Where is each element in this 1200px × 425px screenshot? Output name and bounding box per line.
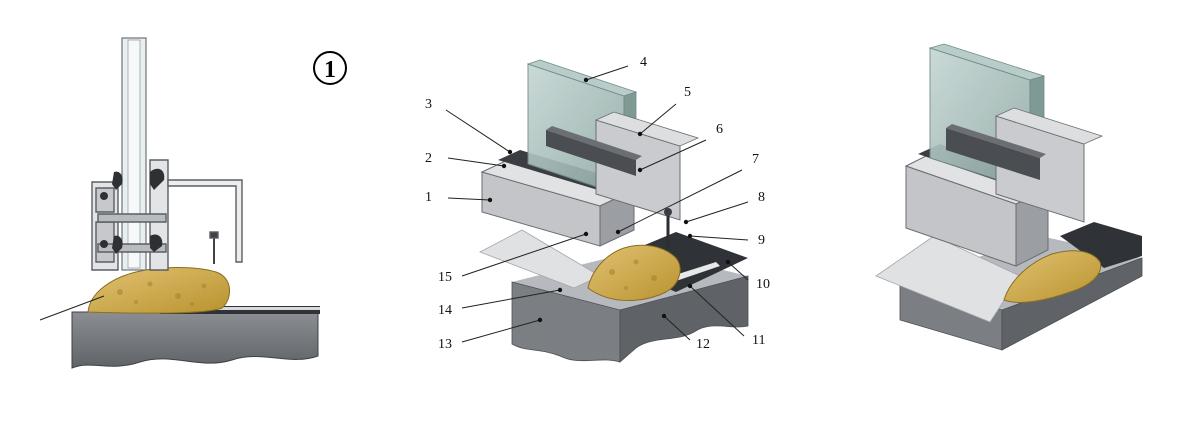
glazing-bead-iso bbox=[546, 130, 636, 176]
callout-leader-2 bbox=[447, 157, 505, 167]
callout-number-10: 10 bbox=[756, 277, 770, 292]
callout-leader-11 bbox=[689, 285, 745, 337]
concrete-wall-section bbox=[71, 311, 319, 369]
callout-arrowhead-10 bbox=[725, 259, 731, 265]
fastener-screw-iso bbox=[664, 208, 672, 248]
callout-2: 2 bbox=[425, 151, 507, 169]
callout-number-12: 12 bbox=[696, 337, 710, 352]
insulation-foam-section bbox=[87, 267, 230, 314]
callout-leader-3 bbox=[445, 109, 511, 153]
callout-leader-7 bbox=[617, 169, 743, 233]
callout-arrowhead-15 bbox=[583, 231, 589, 237]
callout-arrowhead-3 bbox=[507, 149, 513, 155]
callout-leader-1 bbox=[447, 197, 491, 201]
callout-number-8: 8 bbox=[758, 190, 765, 205]
callout-arrowhead-14 bbox=[557, 287, 563, 293]
svg-text:1: 1 bbox=[324, 57, 336, 83]
callout-number-5: 5 bbox=[684, 85, 691, 100]
callout-number-2: 2 bbox=[425, 151, 432, 166]
callout-arrowhead-7 bbox=[615, 229, 621, 235]
callout-arrowhead-1 bbox=[487, 197, 493, 203]
callout-leader-4 bbox=[585, 65, 629, 81]
callout-leader-15 bbox=[461, 233, 587, 277]
callout-leader-6 bbox=[639, 139, 707, 171]
callout-11: 11 bbox=[687, 283, 765, 348]
glazing-gaskets-section bbox=[100, 168, 165, 254]
callout-arrowhead-9 bbox=[687, 233, 693, 239]
callout-5: 5 bbox=[637, 85, 691, 137]
callout-arrowhead-5 bbox=[637, 131, 643, 137]
callout-arrowhead-6 bbox=[637, 167, 643, 173]
callout-leader-5 bbox=[639, 103, 677, 135]
callout-arrowhead-12 bbox=[661, 313, 667, 319]
callout-number-11: 11 bbox=[752, 333, 765, 348]
callout-6: 6 bbox=[637, 122, 723, 173]
figure-number-badge: 1 bbox=[313, 51, 347, 85]
callout-leader-12 bbox=[663, 315, 691, 341]
frame-profile-section bbox=[91, 159, 169, 271]
callout-number-1: 1 bbox=[425, 190, 432, 205]
assembled-glazing-bead bbox=[946, 128, 1040, 180]
callout-15: 15 bbox=[438, 231, 589, 285]
callout-3: 3 bbox=[425, 97, 513, 155]
callout-number-13: 13 bbox=[438, 337, 452, 352]
callout-arrowhead-11 bbox=[687, 283, 693, 289]
insulation-foam-iso bbox=[587, 244, 681, 301]
callout-number-4: 4 bbox=[640, 55, 647, 70]
callout-7: 7 bbox=[615, 152, 759, 235]
callout-leader-13 bbox=[461, 319, 541, 343]
callout-arrowhead-8 bbox=[683, 219, 689, 225]
callout-arrowhead-2 bbox=[501, 163, 507, 169]
callout-1: 1 bbox=[425, 190, 493, 205]
callout-leader-10 bbox=[727, 261, 749, 281]
callout-arrowhead-4 bbox=[583, 77, 589, 83]
callout-4: 4 bbox=[583, 55, 647, 83]
leader-section-foam bbox=[39, 295, 105, 321]
callout-number-14: 14 bbox=[438, 303, 452, 318]
assembled-foam bbox=[1003, 250, 1102, 303]
callout-10: 10 bbox=[725, 259, 770, 292]
callout-12: 12 bbox=[661, 313, 710, 352]
callout-8: 8 bbox=[683, 190, 765, 225]
concrete-base-side bbox=[619, 275, 749, 363]
callout-number-7: 7 bbox=[752, 152, 759, 167]
callout-13: 13 bbox=[438, 317, 543, 352]
callout-number-9: 9 bbox=[758, 233, 765, 248]
callout-arrowhead-13 bbox=[537, 317, 543, 323]
concrete-base-front bbox=[511, 281, 621, 363]
callout-leader-8 bbox=[685, 201, 749, 223]
sill-profile-section bbox=[167, 179, 243, 264]
callout-number-3: 3 bbox=[425, 97, 432, 112]
assembled-membrane bbox=[1060, 222, 1142, 268]
callout-leader-9 bbox=[689, 235, 749, 241]
assembled-view bbox=[875, 43, 1143, 351]
callout-9: 9 bbox=[687, 233, 765, 248]
exploded-view bbox=[479, 59, 749, 363]
callout-number-6: 6 bbox=[716, 122, 723, 137]
callout-number-15: 15 bbox=[438, 270, 452, 285]
callout-leader-14 bbox=[461, 289, 561, 309]
section-view: 1 bbox=[39, 37, 347, 369]
callout-14: 14 bbox=[438, 287, 563, 318]
